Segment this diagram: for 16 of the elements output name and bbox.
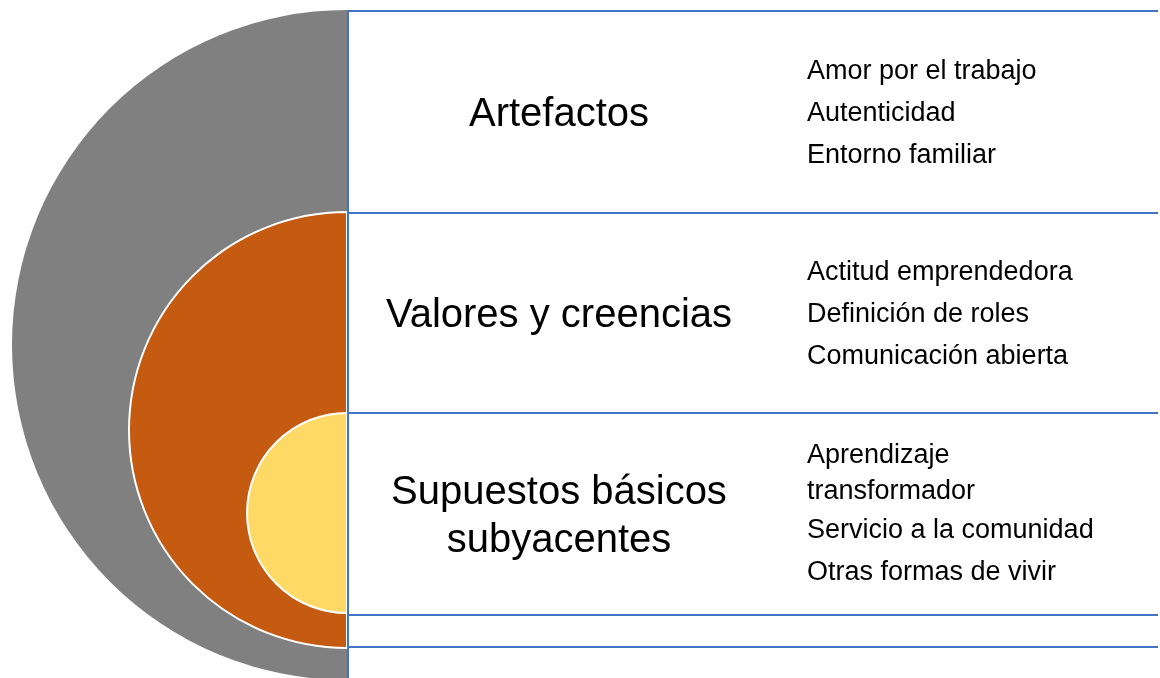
list-item: Definición de roles [807,297,1031,330]
layer-title: Supuestos básicos subyacentes [390,467,728,562]
list-item: Amor por el trabajo [807,54,1037,87]
list-item: Aprendizaje transformador [807,438,977,507]
layer-band [347,212,1158,412]
layer-title: Artefactos [467,89,651,136]
layer-title: Valores y creencias [384,290,734,337]
list-item: Otras formas de vivir [807,555,1058,588]
list-item: Actitud emprendedora [807,255,1073,288]
list-item: Autenticidad [807,96,957,129]
empty-band [347,614,1158,648]
list-item: Entorno familiar [807,138,998,171]
layer-band [347,10,1158,212]
list-item: Servicio a la comunidad [807,513,1094,546]
layer-band [347,412,1158,614]
list-item: Comunicación abierta [807,339,1070,372]
